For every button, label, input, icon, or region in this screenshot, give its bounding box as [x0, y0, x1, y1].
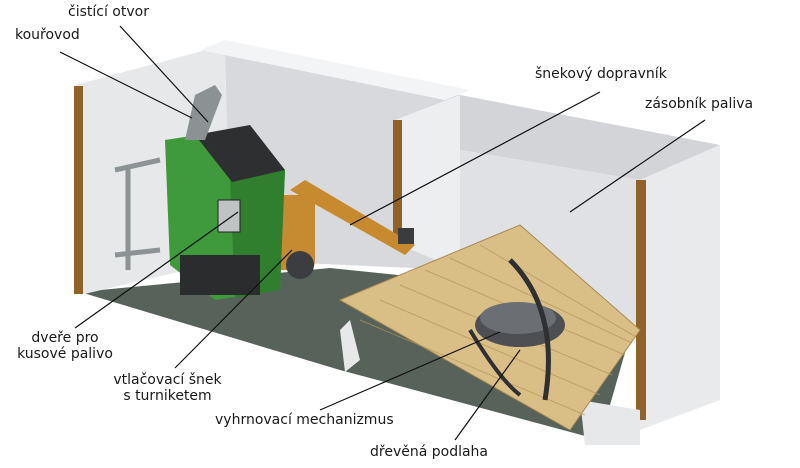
feed-screw-motor — [286, 251, 314, 279]
back-wall-top — [200, 40, 470, 100]
right-brick-edge — [636, 180, 646, 420]
boiler-base — [180, 255, 260, 295]
label-feed-screw-line2: s turniketem — [123, 388, 212, 404]
label-wooden-floor: dřevěná podlaha — [370, 444, 489, 460]
boiler-door — [217, 199, 241, 233]
front-low-wall — [340, 320, 360, 372]
partition-brick-edge — [393, 120, 402, 245]
heating-pipes — [114, 157, 161, 270]
flue-pipe — [185, 85, 222, 140]
partition-wall — [395, 95, 460, 270]
label-screw-conveyor: šnekový dopravník — [535, 66, 667, 82]
sweep-arm-2 — [468, 328, 522, 397]
storage-right-wall — [640, 145, 720, 430]
conveyor-outlet — [398, 228, 414, 244]
label-flue: kouřovod — [15, 27, 80, 43]
label-cleaning-opening: čistící otvor — [68, 4, 149, 20]
screw-conveyor — [290, 180, 415, 255]
label-door: dveře pro kusové palivo — [5, 330, 125, 362]
label-feed-screw: vtlačovací šnek s turniketem — [100, 372, 235, 404]
sweep-arm — [508, 258, 551, 401]
front-low-wall-right — [580, 400, 640, 445]
sweep-hub-top — [480, 302, 556, 334]
label-door-line2: kusové palivo — [17, 346, 113, 362]
boiler-top — [195, 125, 285, 182]
label-door-line1: dveře pro — [31, 330, 99, 346]
left-wall-brick-edge — [74, 86, 83, 294]
label-feed-screw-line1: vtlačovací šnek — [113, 372, 222, 388]
label-fuel-storage: zásobník paliva — [645, 96, 754, 112]
label-sweep-mechanism: vyhrnovací mechanizmus — [215, 412, 394, 428]
leader-lines — [59, 25, 706, 441]
storage-back-wall — [460, 95, 720, 180]
